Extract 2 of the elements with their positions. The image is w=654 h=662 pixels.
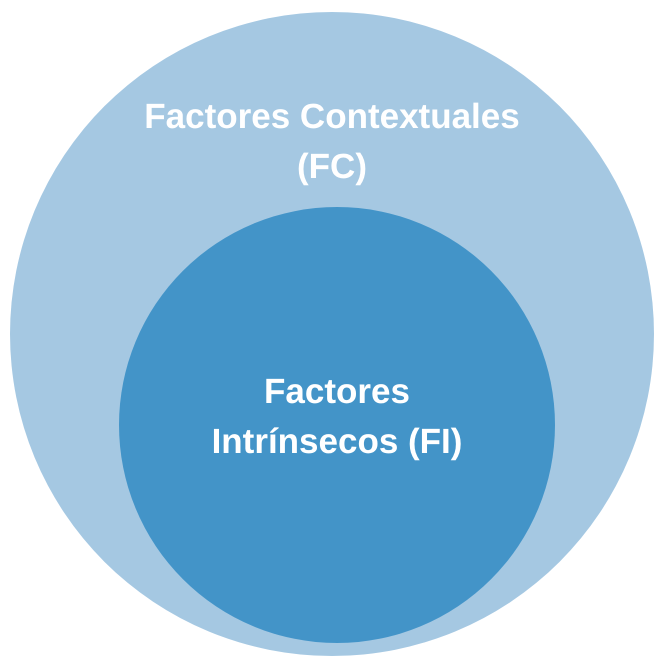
set-label: Factores Intrínsecos (FI) <box>210 371 464 463</box>
set-label: Factores Contextuales (FC) <box>143 96 521 188</box>
